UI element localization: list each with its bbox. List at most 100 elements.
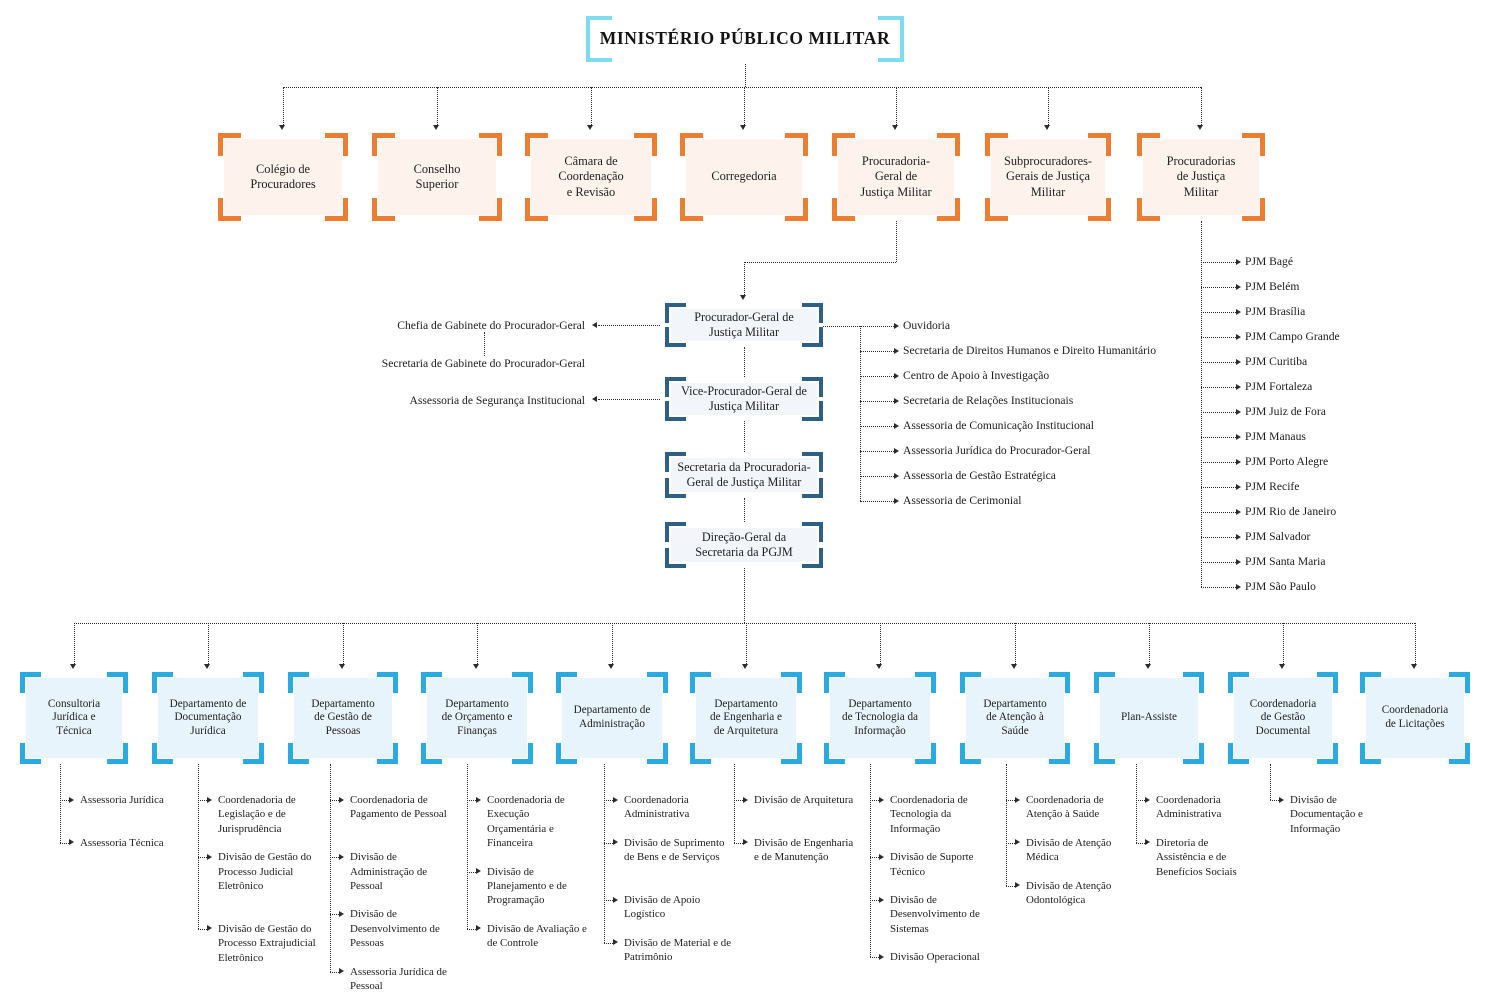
bracket-corner-bl bbox=[665, 548, 686, 568]
bracket-corner-tr bbox=[1088, 133, 1111, 156]
bracket-corner-bl bbox=[665, 327, 686, 347]
arrow-right-icon-pjm-7 bbox=[1236, 433, 1241, 440]
bracket-corner-br bbox=[802, 548, 823, 568]
bracket-corner-br bbox=[325, 198, 348, 221]
connector-child-rail-5 bbox=[734, 764, 735, 843]
pjm-item-11: PJM Salvador bbox=[1245, 530, 1311, 543]
arrow-down-icon-dep-10 bbox=[1411, 664, 1418, 669]
arrow-down-icon-level1-2 bbox=[587, 125, 594, 130]
arrow-right-icon-unit-5 bbox=[894, 447, 899, 454]
bracket-corner-tr bbox=[781, 672, 802, 693]
arrow-right-icon-child-8-1 bbox=[1145, 839, 1150, 846]
connector-pjm-11 bbox=[1201, 537, 1238, 538]
arrow-right-icon-child-6-2 bbox=[879, 896, 884, 903]
pjm-item-3: PJM Campo Grande bbox=[1245, 330, 1340, 343]
department-9-child-0: Divisão de Documentação e Informação bbox=[1290, 794, 1363, 835]
connector-child-6-2 bbox=[870, 900, 881, 901]
arrow-right-icon-child-3-1 bbox=[476, 868, 481, 875]
center-node-2-inner: Secretaria da Procuradoria-Geral de Just… bbox=[671, 458, 817, 492]
bracket-corner-tr bbox=[377, 672, 398, 693]
bracket-corner-tl bbox=[665, 452, 686, 472]
arrow-right-icon-child-7-0 bbox=[1015, 796, 1020, 803]
chart-title[interactable]: MINISTÉRIO PÚBLICO MILITAR bbox=[586, 16, 904, 62]
connector-child-2-0 bbox=[330, 800, 341, 801]
connector-unit-6 bbox=[860, 476, 896, 477]
bracket-corner-tl bbox=[421, 672, 442, 693]
connector-child-rail-7 bbox=[1006, 764, 1007, 886]
bracket-corner-br bbox=[802, 478, 823, 498]
department-4-child-0: Coordenadoria Administrativa bbox=[624, 794, 690, 821]
pjm-item-6: PJM Juiz de Fora bbox=[1245, 405, 1326, 418]
bracket-corner-bl bbox=[1360, 743, 1381, 764]
arrow-down-icon-dep-2 bbox=[339, 664, 346, 669]
bracket-corner-br bbox=[1449, 743, 1470, 764]
connector-pjm-7 bbox=[1201, 437, 1238, 438]
connector-child-4-3 bbox=[604, 942, 615, 944]
bracket-corner-tl bbox=[832, 133, 855, 156]
department-8-child-1: Diretoria de Assistência e de Benefícios… bbox=[1156, 836, 1237, 878]
connector-pjm-9 bbox=[1201, 487, 1238, 488]
department-box-8[interactable]: Plan-Assiste bbox=[1094, 672, 1204, 764]
arrow-down-icon-dep-1 bbox=[204, 664, 211, 669]
center-node-2[interactable]: Secretaria da Procuradoria-Geral de Just… bbox=[665, 452, 823, 498]
bracket-corner-tr bbox=[915, 672, 936, 693]
connector-dep-trunk bbox=[744, 568, 745, 623]
arrow-down-icon-dep-4 bbox=[608, 664, 615, 669]
connector-left-attach-0 bbox=[598, 325, 660, 326]
arrow-right-icon-child-6-3 bbox=[879, 953, 884, 960]
arrow-right-icon-pjm-4 bbox=[1236, 358, 1241, 365]
department-6-child-3: Divisão Operacional bbox=[890, 951, 980, 964]
arrow-right-icon-pjm-0 bbox=[1236, 258, 1241, 265]
department-4-child-1: Divisão de Suprimento de Bens e de Servi… bbox=[624, 836, 725, 864]
connector-dep-drop-6 bbox=[880, 623, 881, 664]
pjm-item-10: PJM Rio de Janeiro bbox=[1245, 505, 1337, 518]
connector-child-rail-9 bbox=[1270, 764, 1271, 800]
level1-box-3[interactable]: Corregedoria bbox=[680, 133, 808, 221]
bracket-corner-tr bbox=[802, 377, 823, 397]
arrow-right-icon-pjm-13 bbox=[1236, 583, 1241, 590]
department-7-child-0: Coordenadoria de Atenção à Saúde bbox=[1026, 794, 1104, 821]
connector-unit-3 bbox=[860, 401, 896, 402]
bracket-corner-tl bbox=[960, 672, 981, 693]
connector-dep-drop-2 bbox=[343, 623, 344, 664]
bracket-corner-br bbox=[1183, 743, 1204, 764]
arrow-down-icon-dep-9 bbox=[1279, 664, 1286, 669]
connector-child-1-2 bbox=[198, 928, 209, 930]
department-8-child-0: Coordenadoria Administrativa bbox=[1156, 794, 1222, 821]
arrow-right-icon-child-6-0 bbox=[879, 796, 884, 803]
connector-level1-drop-0 bbox=[283, 87, 284, 125]
pgjm-unit-4: Assessoria de Comunicação Institucional bbox=[903, 419, 1094, 432]
